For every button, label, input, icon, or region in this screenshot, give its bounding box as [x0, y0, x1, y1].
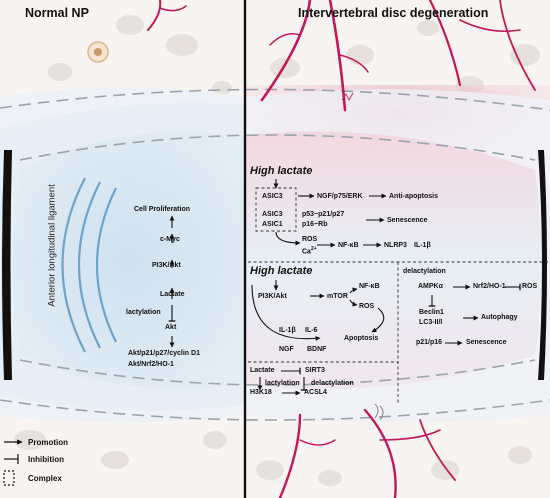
ca-label: Ca2+ — [302, 246, 317, 256]
cell-icon — [87, 41, 109, 63]
nfkb-label: NF-κB — [338, 242, 359, 249]
anterior-ligament — [2, 150, 12, 380]
acsl4-label: ACSL4 — [304, 389, 327, 396]
asic1-label: ASIC1 — [262, 221, 283, 228]
il1b-label: IL-1β — [414, 242, 431, 249]
akt-p21-label: Akt/p21/p27/cyclin D1 — [128, 350, 200, 357]
cell-proliferation-label: Cell Proliferation — [134, 206, 191, 213]
ngf-label: NGF — [279, 346, 294, 353]
ligament-label: Anterior longitudinal ligament — [46, 184, 58, 307]
sirt3-label: SIRT3 — [305, 367, 325, 374]
c-myc-label: c-Myc — [160, 236, 180, 243]
autophagy-label: Autophagy — [481, 314, 518, 321]
legend-promotion: Promotion — [28, 438, 68, 447]
legend-complex: Complex — [28, 474, 62, 483]
panel-borders — [248, 187, 550, 405]
p16-rb-label: p16−Rb — [302, 221, 328, 228]
akt-nrf2-label: Akt/Nrf2/HO-1 — [128, 361, 174, 368]
bdnf-label: BDNF — [307, 346, 327, 353]
box4-lactate-label: Lactate — [250, 367, 275, 374]
nucleus-right — [245, 131, 542, 389]
p53-label: p53−p21/p27 — [302, 211, 345, 218]
box2-title: High lactate — [250, 265, 313, 277]
nucleus-left — [12, 131, 245, 389]
senescence-label: Senescence — [387, 217, 428, 224]
lamella-dashes — [0, 88, 550, 421]
p21-p16-label: p21/p16 — [416, 339, 443, 346]
box2-il1b-label: IL-1β — [279, 327, 296, 334]
legend-inhibition: Inhibition — [28, 455, 64, 464]
anti-apoptosis-label: Anti-apoptosis — [389, 193, 438, 200]
box4-delactylation-label: delactylation — [311, 380, 354, 387]
box2-pi3k-akt-label: PI3K/Akt — [258, 293, 287, 300]
box2-nfkb-label: NF-κB — [359, 283, 380, 290]
akt-label: Akt — [165, 324, 177, 331]
il6-label: IL-6 — [305, 327, 318, 334]
lc3-label: LC3-II/I — [419, 319, 443, 326]
lactate-label: Lactate — [160, 291, 185, 298]
box4-lactylation-label: lactylation — [265, 380, 300, 387]
pi3k-akt-label: PI3K/Akt — [152, 262, 181, 269]
lactylation-label: lactylation — [126, 309, 161, 316]
asic3-label: ASIC3 — [262, 193, 283, 200]
legend-marks — [3, 439, 23, 486]
ngf-p75-erk-label: NGF/p75/ERK — [317, 193, 363, 200]
np-arcs — [61, 177, 117, 353]
h3k18-label: H3K18 — [250, 389, 272, 396]
header-degeneration: Intervertebral disc degeneration — [298, 6, 489, 20]
nlrp3-label: NLRP3 — [384, 242, 407, 249]
nrf2-label: Nrf2/HO-1 — [473, 283, 506, 290]
lower-vertebra — [0, 415, 550, 498]
ros-label: ROS — [302, 236, 318, 243]
blood-vessels — [147, 0, 536, 498]
delactylation-label: delactylation — [403, 268, 446, 275]
apoptosis-label: Apoptosis — [344, 335, 379, 342]
box2-ros-label: ROS — [359, 303, 375, 310]
mtor-label: mTOR — [327, 293, 348, 300]
anterior-ligament-right — [538, 150, 547, 380]
asic3-b-label: ASIC3 — [262, 211, 283, 218]
beclin-label: Beclin1 — [419, 309, 444, 316]
box1-title: High lactate — [250, 165, 313, 177]
box3-ros-label: ROS — [522, 283, 538, 290]
ampk-label: AMPKα — [418, 283, 443, 290]
box3-senescence-label: Senescence — [466, 339, 507, 346]
header-normal-np: Normal NP — [25, 6, 89, 20]
